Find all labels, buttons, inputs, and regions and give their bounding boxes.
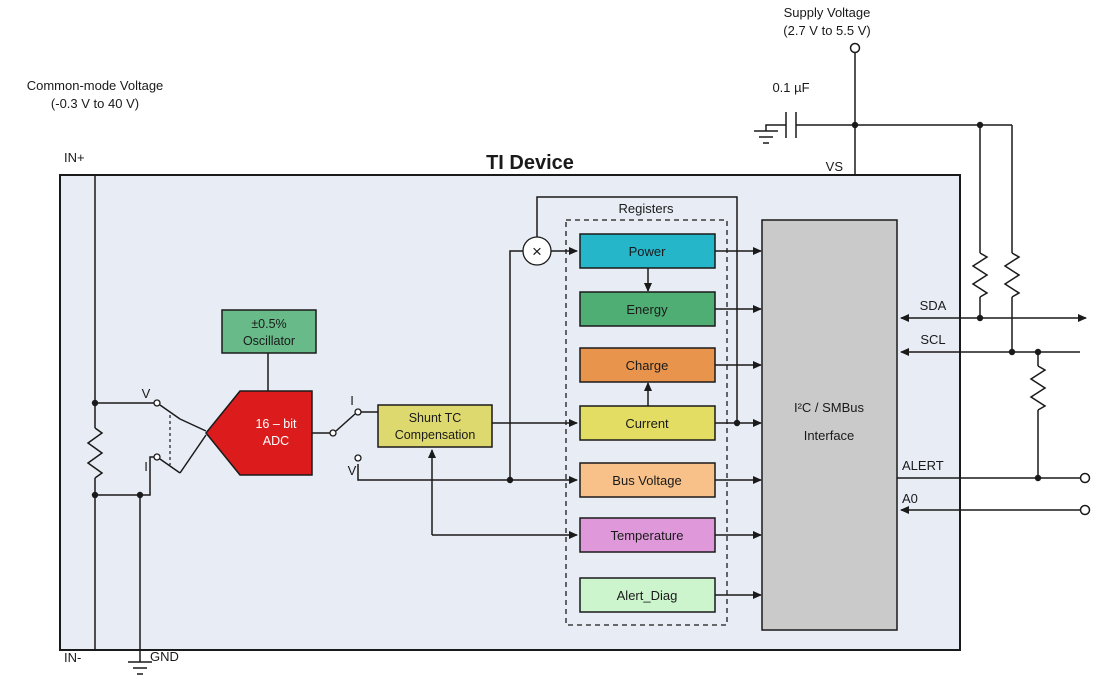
oscillator-label-2: Oscillator [243, 334, 295, 348]
register-bus-voltage [579, 462, 716, 498]
shunt-tc-block [377, 404, 493, 448]
bypass-capacitor-icon [785, 112, 797, 138]
sda-pin-label: SDA [920, 298, 947, 313]
register-charge [579, 347, 716, 383]
supply-network: Supply Voltage (2.7 V to 5.5 V) VS 0.1 µ… [754, 5, 1012, 175]
multiplier-symbol: × [532, 242, 542, 261]
register-alert-diag-label: Alert_Diag [617, 588, 678, 603]
shunt-tc-label-1: Shunt TC [409, 411, 462, 425]
output-switch-i-contact [354, 408, 362, 416]
interface-label-2: Interface [804, 428, 855, 443]
register-bus-voltage-label: Bus Voltage [612, 473, 681, 488]
a0-pin-label: A0 [902, 491, 918, 506]
a0-terminal [1079, 504, 1091, 516]
gnd-pin-label: GND [150, 649, 179, 664]
input-switch-levers [159, 404, 181, 474]
supply-voltage-label-1: Supply Voltage [784, 5, 871, 20]
ground-icon-supply [754, 130, 778, 144]
registers-section: Registers × Power Energy Charge Current … [522, 201, 762, 626]
junction-dot [91, 491, 99, 499]
registers-title: Registers [619, 201, 674, 216]
sda-pullup-resistor-icon [971, 252, 989, 298]
alert-pullup-resistor-icon [1029, 365, 1047, 411]
output-switch-v-contact [354, 454, 362, 462]
alert-terminal [1079, 472, 1091, 484]
input-switch-i-label: I [144, 459, 148, 474]
interface-label-1: I²C / SMBus [794, 400, 865, 415]
shunt-resistor-icon [86, 427, 104, 479]
interface-block [761, 219, 898, 631]
alert-pin-label: ALERT [902, 458, 944, 473]
junction-dot [851, 121, 859, 129]
output-switch-v-label: V [348, 463, 357, 478]
signal-routing [357, 196, 741, 539]
output-switch-pole [329, 429, 337, 437]
input-switch-v-label: V [142, 386, 151, 401]
common-mode-label-2: (-0.3 V to 40 V) [51, 96, 139, 111]
oscillator-block [221, 309, 317, 354]
junction-dot [506, 476, 514, 484]
junction-dot [91, 399, 99, 407]
common-mode-label-1: Common-mode Voltage [27, 78, 164, 93]
supply-rail-wire [765, 124, 1012, 131]
ground-icon-gnd [128, 661, 152, 675]
scl-pullup-resistor-icon [1003, 252, 1021, 298]
scl-pin-label: SCL [920, 332, 945, 347]
output-switch-i-label: I [350, 393, 354, 408]
supply-terminal [849, 42, 861, 54]
register-energy [579, 291, 716, 327]
busvoltage-to-multiplier-wire [509, 250, 523, 480]
input-switch-v-contact [153, 399, 161, 407]
register-current-label: Current [625, 416, 669, 431]
vs-pin-label: VS [826, 159, 844, 174]
register-charge-label: Charge [626, 358, 669, 373]
register-current [579, 405, 716, 441]
input-switch-i-contact [153, 453, 161, 461]
adc-label-2: ADC [263, 434, 289, 448]
bus-voltage-signal-arrow [357, 464, 578, 484]
capacitor-value-label: 0.1 µF [772, 80, 809, 95]
register-power-label: Power [629, 244, 667, 259]
output-switch-lever [335, 413, 356, 432]
adc-label-1: 16 – bit [255, 417, 297, 431]
adc-input-wires [179, 418, 207, 474]
interface-section: I²C / SMBus Interface SDA SCL ALERT A0 [761, 219, 1091, 631]
register-alert-diag [579, 577, 716, 613]
current-to-multiplier-wire [536, 196, 738, 423]
input-tap-wires [95, 402, 154, 496]
register-energy-label: Energy [626, 302, 668, 317]
input-network: Common-mode Voltage (-0.3 V to 40 V) IN+… [27, 78, 207, 675]
in-minus-pin-label: IN- [64, 650, 81, 665]
in-plus-pin-label: IN+ [64, 150, 85, 165]
register-temperature-label: Temperature [611, 528, 684, 543]
device-title: TI Device [486, 152, 574, 174]
shunt-tc-label-2: Compensation [395, 428, 476, 442]
adc-chain: ±0.5% Oscillator 16 – bit ADC I V Shunt … [205, 309, 493, 478]
pullup-resistors [971, 125, 1047, 482]
supply-voltage-label-2: (2.7 V to 5.5 V) [783, 23, 870, 38]
oscillator-label-1: ±0.5% [251, 317, 286, 331]
